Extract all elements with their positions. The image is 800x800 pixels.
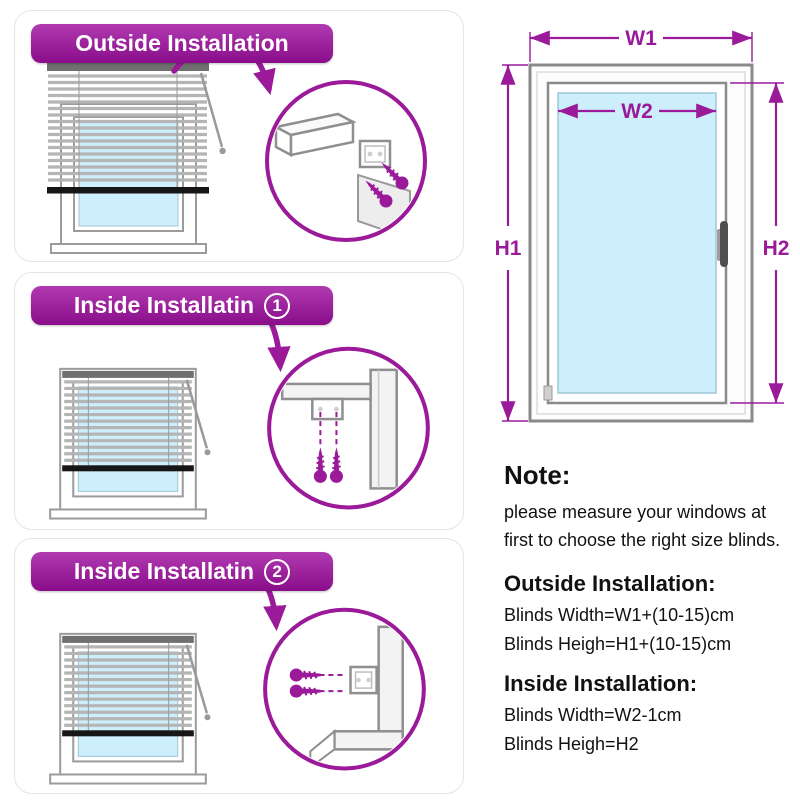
window-glass: [557, 92, 717, 394]
h1-label: H1: [495, 237, 522, 260]
venetian-blind-drawing: [50, 369, 210, 519]
note-heading: Note:: [504, 460, 571, 490]
inside-installation-heading: Inside Installation:: [504, 670, 698, 696]
panel-title: Outside Installation: [75, 30, 289, 56]
w2-label: W2: [621, 100, 653, 123]
venetian-blind-drawing: [50, 634, 210, 784]
window-jamb-drawing: [369, 368, 398, 490]
outside-installation-illustration: [15, 37, 427, 261]
panel-outside-installation: Outside Installation: [14, 10, 464, 262]
outside-width-formula: Blinds Width=W1+(10-15)cm: [504, 604, 735, 625]
mounting-bracket-icon: [358, 139, 392, 169]
mounting-bracket-icon: [311, 397, 344, 421]
panel-inside-installation-2: Inside Installatin 2: [14, 538, 464, 794]
inside-width-formula: Blinds Width=W2-1cm: [504, 704, 682, 725]
inside-height-formula: Blinds Heigh=H2: [504, 733, 639, 754]
measurement-column: W1 W2 H1 H2 Note: please measure your wi…: [478, 8, 794, 763]
venetian-blind-drawing: [47, 63, 226, 253]
panel-title: Inside Installatin: [73, 558, 255, 584]
mounting-bracket-icon: [349, 665, 378, 695]
bracket-detail-circle: [265, 80, 427, 242]
inside-installation-1-illustration: [15, 298, 430, 529]
panel-badge: 2: [264, 558, 291, 585]
panel-banner: Inside Installatin 1: [31, 286, 333, 325]
window-hinge: [543, 385, 553, 401]
window-handle: [720, 221, 728, 267]
panel-banner: Outside Installation: [31, 24, 333, 63]
bracket-detail-circle: [263, 607, 426, 771]
panel-badge: 1: [264, 292, 291, 319]
h2-label: H2: [763, 237, 790, 260]
panel-title: Inside Installatin: [73, 292, 255, 318]
measurement-notes: Note: please measure your windows at fir…: [478, 460, 794, 755]
panel-inside-installation-1: Inside Installatin 1: [14, 272, 464, 530]
note-body: please measure your windows at first to …: [504, 502, 781, 550]
panel-banner: Inside Installatin 2: [31, 552, 333, 591]
window-jamb-drawing: [377, 625, 404, 733]
window-measurement-diagram: W1 W2 H1 H2: [495, 27, 790, 423]
bracket-detail-circle: [267, 346, 430, 510]
outside-installation-heading: Outside Installation:: [504, 570, 716, 596]
w1-label: W1: [625, 27, 657, 50]
outside-height-formula: Blinds Heigh=H1+(10-15)cm: [504, 633, 732, 654]
